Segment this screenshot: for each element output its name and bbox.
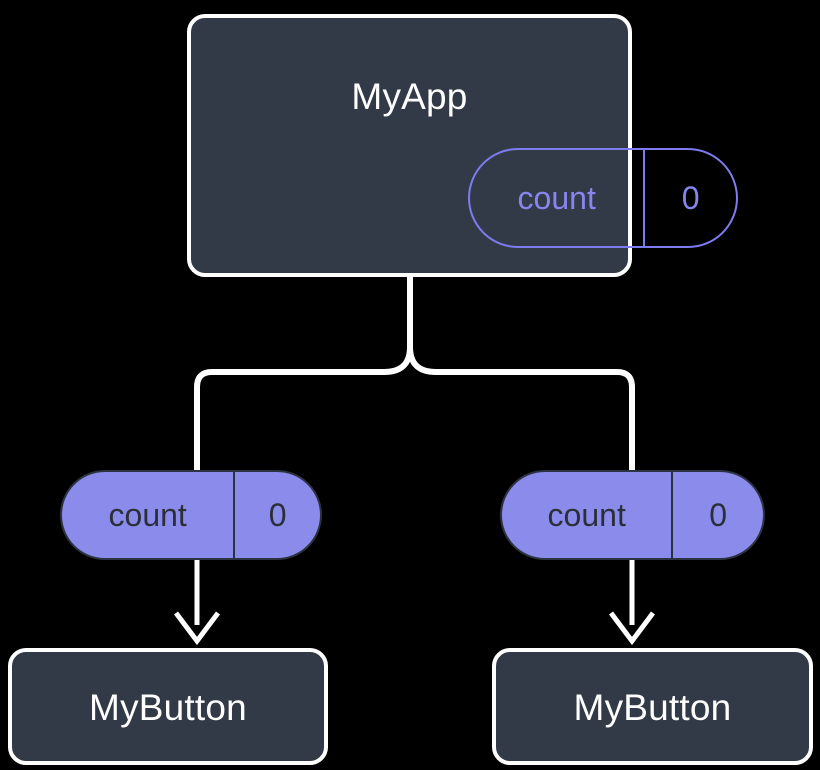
connector-split-left: [194, 346, 413, 473]
arrow-right-head: [609, 611, 655, 646]
node-mybutton-left-label: MyButton: [89, 687, 247, 728]
state-pill-myapp-key: count: [517, 179, 596, 216]
node-mybutton-right[interactable]: MyButton: [492, 648, 813, 765]
prop-pill-left[interactable]: count 0: [60, 470, 322, 560]
prop-pill-left-value: 0: [233, 472, 320, 558]
prop-pill-right[interactable]: count 0: [500, 470, 765, 560]
arrow-left-head: [174, 611, 220, 646]
prop-pill-right-key: count: [547, 496, 626, 533]
state-pill-myapp-value: 0: [643, 150, 736, 246]
state-pill-myapp[interactable]: count 0: [468, 148, 738, 248]
prop-pill-left-key: count: [108, 496, 187, 533]
connector-split-right: [407, 346, 635, 473]
node-mybutton-left[interactable]: MyButton: [8, 648, 328, 765]
node-myapp[interactable]: MyApp count 0: [187, 14, 738, 277]
node-myapp-label: MyApp: [351, 76, 468, 117]
node-mybutton-right-label: MyButton: [573, 687, 732, 728]
prop-pill-right-value: 0: [671, 472, 763, 558]
